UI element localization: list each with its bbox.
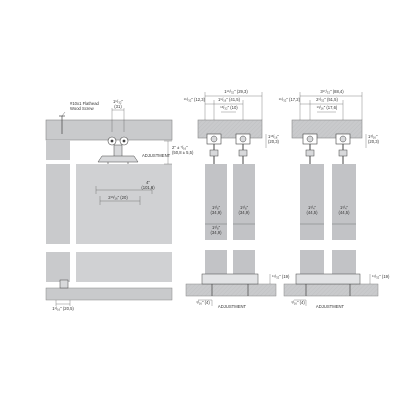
right-bottom-adjustment: ADJUSTMENT xyxy=(315,304,345,309)
offset-4-dim-mm: (101,6) xyxy=(141,185,155,190)
middle-door-b xyxy=(233,164,255,240)
middle-bottom-adjustment: ADJUSTMENT xyxy=(217,304,247,309)
left-roller-hanger xyxy=(97,136,139,172)
middle-trolley-a xyxy=(206,133,222,164)
left-top-track xyxy=(45,119,173,141)
screw-label-line2: Wood Screw xyxy=(70,106,94,111)
bottom-guide-dim: 1¹/₁₆" (20,5) xyxy=(52,306,74,311)
middle-floor-dim: ¹¹/₃₂" (19) xyxy=(272,274,290,279)
offset-4-dim: 4" xyxy=(146,180,150,185)
middle-door-b-thickness: 1³/₈" xyxy=(239,205,249,210)
right-door-a xyxy=(300,164,324,240)
middle-floor-guide xyxy=(201,273,259,285)
right-floor-guide xyxy=(295,273,361,285)
right-small-gap-dim: ¹³/₁₆" (17,6) xyxy=(316,105,338,110)
right-door-b xyxy=(332,164,356,240)
right-floor-dim: ¹¹/₃₂" (19) xyxy=(372,274,390,279)
left-door-panel xyxy=(46,164,70,244)
middle-trolley-b xyxy=(235,133,251,164)
middle-door-a-thickness: 1³/₈" xyxy=(211,205,221,210)
middle-door-a-thickness-mm: (34,9) xyxy=(210,210,222,215)
offset-2-dim: 2¹³/₁₆" (20) xyxy=(108,195,128,200)
right-door-a-thickness-mm: (44,5) xyxy=(306,210,318,215)
right-side-dim-mm: (20,3) xyxy=(368,139,379,144)
middle-side-dim: 1¹³/₁₆" xyxy=(268,134,279,139)
top-width-dim-mm: (31) xyxy=(114,104,122,109)
middle-left-offset-dim: ¹⁵/₃₂" (12,3) xyxy=(183,97,205,102)
screw-label-line1: #10x1 Flathead xyxy=(70,101,99,106)
right-bottom-gap-dim: ³/₁₆" (4) xyxy=(291,300,305,305)
middle-bottom-gap-dim: ³/₁₆" (4) xyxy=(196,300,210,305)
left-door-main xyxy=(76,164,172,244)
right-trolley-a xyxy=(302,133,318,164)
middle-door-b-thickness-mm: (34,9) xyxy=(238,210,250,215)
middle-small-gap-dim: ¹³/₃₂" (10) xyxy=(220,105,238,110)
left-elevation-view xyxy=(40,108,178,306)
middle-side-dim-mm: (20,3) xyxy=(268,139,279,144)
right-trolley-b xyxy=(335,133,351,164)
adjust-range-dim-mm: (50,8 ± 5,5) xyxy=(172,150,194,155)
right-door-b-thickness-mm: (44,5) xyxy=(338,210,350,215)
right-overall-dim: 3¹⁷/₃₂" (88,4) xyxy=(320,89,344,94)
right-inner-gap-dim: 2¹/₃₂" (51,5) xyxy=(316,97,338,102)
right-left-offset-dim: ¹⁵/₃₂" (17,2) xyxy=(278,97,300,102)
middle-door-a xyxy=(205,164,227,240)
right-section-view xyxy=(283,92,379,306)
middle-section-view xyxy=(185,92,277,306)
middle-door-a-label: 1³/₈" xyxy=(211,225,221,230)
middle-door-a-label-mm: (34,9) xyxy=(210,230,222,235)
right-door-b-thickness: 1³/₄" xyxy=(339,205,349,210)
top-width-dim: 1⁵/₃₂" xyxy=(112,99,124,104)
left-floor xyxy=(45,287,173,301)
right-side-dim: 1³/₁₆" xyxy=(368,134,378,139)
left-adjustment-label: ADJUSTMENT xyxy=(142,153,171,158)
adjust-range-dim: 2" ± ⁷/₁₆" xyxy=(172,145,188,150)
right-door-a-thickness: 1³/₄" xyxy=(307,205,317,210)
middle-inner-gap-dim: 1⁵/₁₆" (41,5) xyxy=(218,97,240,102)
middle-overall-dim: 1¹⁵/₃₂" (29,3) xyxy=(224,89,248,94)
